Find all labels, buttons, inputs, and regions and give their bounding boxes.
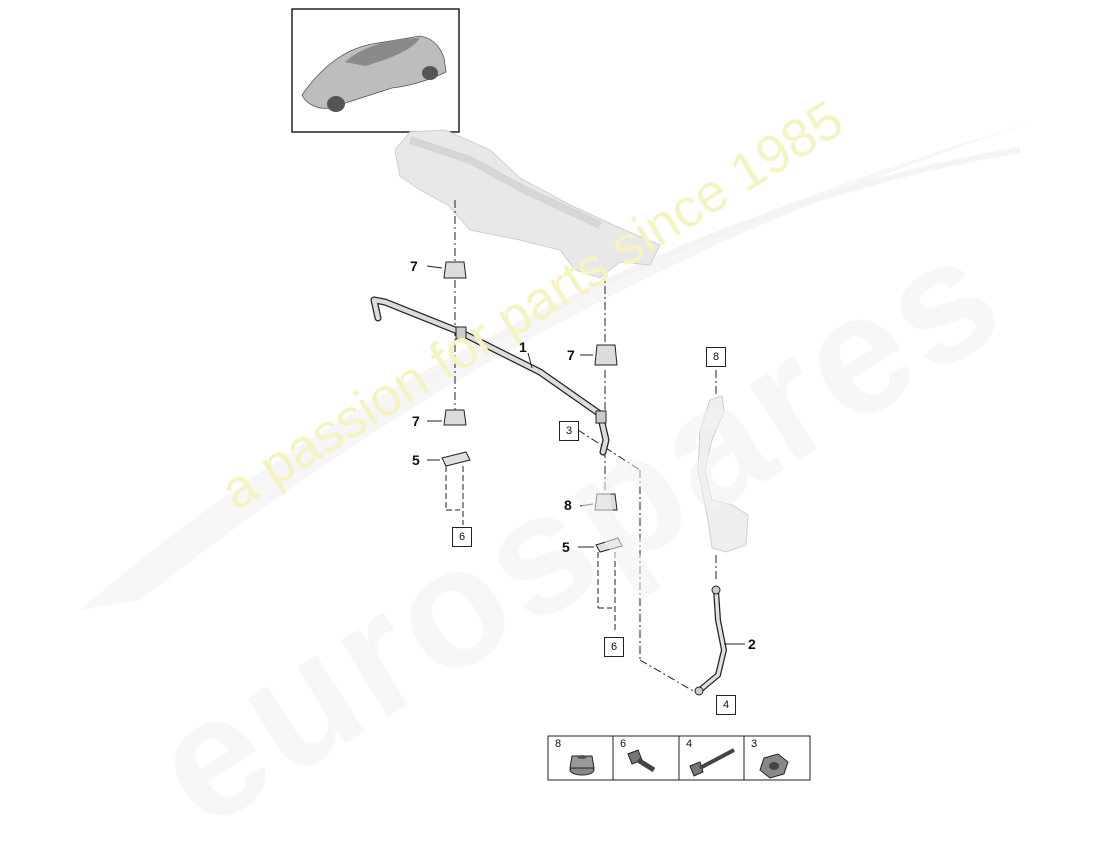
car-thumbnail-icon <box>291 8 460 133</box>
bracket-parts <box>441 451 623 553</box>
rear-subframe <box>394 129 661 279</box>
wheel-carrier <box>697 395 749 553</box>
diagram-stage: a passion for parts since 1985 eurospare… <box>80 8 1040 781</box>
watermark-swoosh <box>80 120 1040 610</box>
legend-number-3: 3 <box>751 738 758 750</box>
callout-3-box: 3 <box>559 421 579 441</box>
hex-nut-icon <box>759 753 789 779</box>
leader-lines <box>426 265 745 645</box>
short-bolt-icon <box>627 749 656 773</box>
callout-7-right-lower: 8 <box>564 497 572 513</box>
callout-7-top: 7 <box>410 258 418 274</box>
bushing-parts <box>443 261 618 511</box>
bracket-guide-lines <box>445 466 616 630</box>
callout-5-right: 5 <box>562 539 570 555</box>
callout-6-right-box: 6 <box>604 637 624 657</box>
stabilizer-bar <box>370 296 610 456</box>
legend-number-8: 8 <box>555 738 562 750</box>
legend-number-6: 6 <box>620 738 627 750</box>
flange-nut-icon <box>569 755 595 776</box>
callout-2: 2 <box>748 636 756 652</box>
parts-diagram <box>80 8 1040 781</box>
coupling-rod <box>694 585 728 696</box>
legend-table <box>547 735 811 781</box>
callout-4-box: 4 <box>716 695 736 715</box>
legend-number-4: 4 <box>686 738 693 750</box>
callout-6-left-box: 6 <box>452 527 472 547</box>
callout-7-right-upper: 7 <box>567 347 575 363</box>
callout-5-left: 5 <box>412 452 420 468</box>
callout-7-left-lower: 7 <box>412 413 420 429</box>
callout-1: 1 <box>519 339 527 355</box>
callout-8-box: 8 <box>706 347 726 367</box>
long-bolt-icon <box>689 748 735 777</box>
